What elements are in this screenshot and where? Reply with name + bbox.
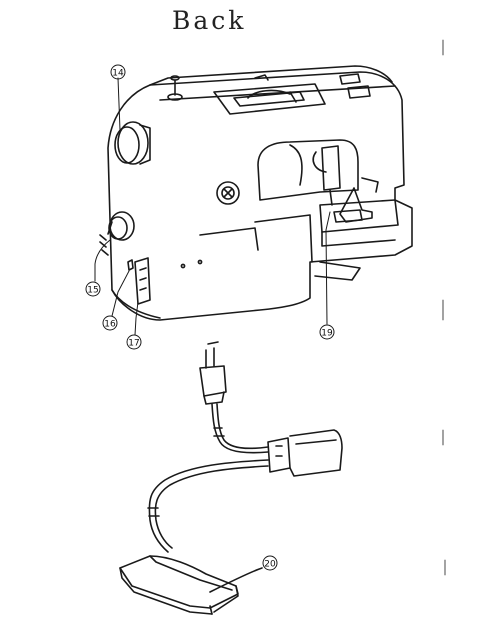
svg-text:19: 19 (321, 329, 333, 339)
power-cord (147, 341, 343, 553)
foot-controller (119, 555, 263, 615)
callout-17: 17 (126, 334, 142, 350)
page-title: Back (172, 6, 247, 35)
svg-text:15: 15 (87, 286, 98, 296)
callout-14: 14 (110, 64, 126, 80)
sewing-machine (99, 65, 413, 321)
svg-text:14: 14 (112, 69, 124, 79)
callout-15: 15 (85, 281, 101, 297)
svg-text:20: 20 (264, 560, 276, 570)
callout-19: 19 (319, 324, 335, 340)
svg-text:17: 17 (128, 339, 139, 349)
callout-leaders (94, 77, 331, 336)
svg-text:16: 16 (104, 320, 116, 330)
scan-marks (442, 39, 446, 576)
callout-16: 16 (102, 315, 118, 331)
callout-20: 20 (262, 555, 278, 571)
